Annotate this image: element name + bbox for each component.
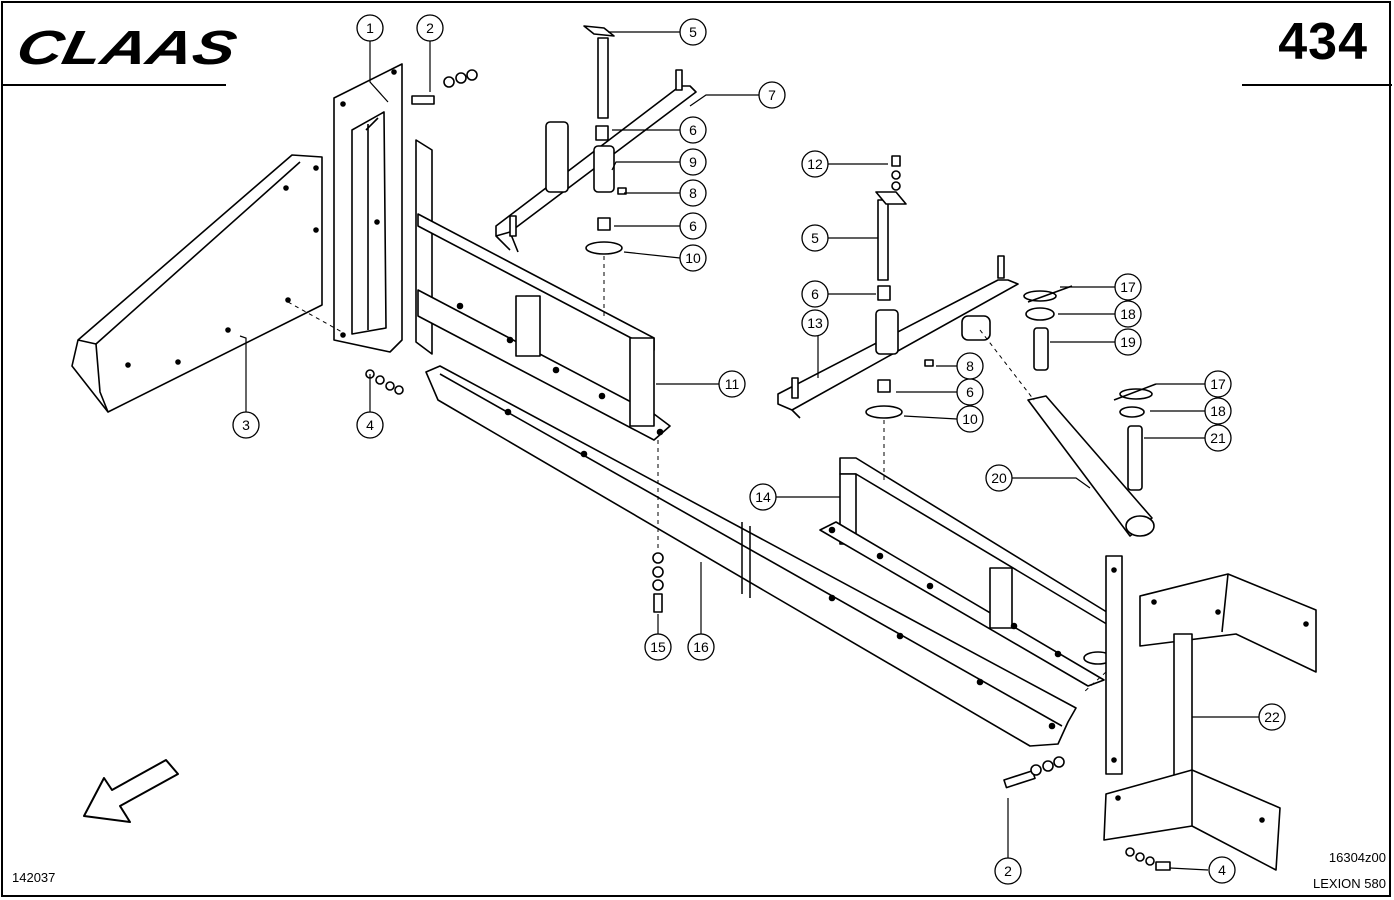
callout-11-label: 11: [725, 376, 740, 392]
callout-2-top-label: 2: [426, 20, 434, 36]
callout-3-label: 3: [242, 417, 250, 433]
brand-logo: CLAAS: [12, 21, 240, 74]
callout-7-label: 7: [768, 87, 776, 103]
callout-5-right-label: 5: [811, 230, 819, 246]
callout-20-label: 20: [991, 470, 1007, 486]
callout-2-bottom-label: 2: [1004, 863, 1012, 879]
callout-13-label: 13: [807, 315, 823, 331]
callout-11: 11: [718, 370, 746, 398]
callout-2-bottom: 2: [994, 857, 1022, 885]
callout-1-label: 1: [366, 20, 374, 36]
part-frame-right: [819, 457, 1113, 687]
callout-7: 7: [758, 81, 786, 109]
part-frame-left: [415, 139, 671, 441]
callout-8-right-label: 8: [966, 358, 974, 374]
part-mount-arm-upper: [495, 25, 697, 255]
callout-8-left: 8: [679, 179, 707, 207]
part-upright-strip: [1105, 555, 1123, 775]
callout-6-d-label: 6: [966, 384, 974, 400]
callout-18-top-label: 18: [1120, 306, 1136, 322]
callout-15: 15: [644, 633, 672, 661]
callout-8-right: 8: [956, 352, 984, 380]
part-channel-beam: [425, 365, 1077, 747]
callout-9: 9: [679, 148, 707, 176]
callout-19-label: 19: [1120, 334, 1136, 350]
callout-10-left: 10: [679, 244, 707, 272]
callout-17-top: 17: [1114, 273, 1142, 301]
header-rule-right: [1242, 84, 1392, 86]
page-number: 434: [1278, 13, 1368, 71]
callout-14: 14: [749, 483, 777, 511]
callout-15-label: 15: [650, 639, 666, 655]
callout-3: 3: [232, 411, 260, 439]
part-bracket: [1103, 573, 1317, 871]
callout-17-top-label: 17: [1120, 279, 1136, 295]
callout-13: 13: [801, 309, 829, 337]
callout-10-right: 10: [956, 405, 984, 433]
callout-6-c-label: 6: [811, 286, 819, 302]
callout-4-left-label: 4: [366, 417, 374, 433]
callout-16-label: 16: [693, 639, 709, 655]
callout-14-label: 14: [755, 489, 771, 505]
callout-22: 22: [1258, 703, 1286, 731]
header-rule-left: [2, 84, 226, 86]
callout-19: 19: [1114, 328, 1142, 356]
callout-21-label: 21: [1210, 430, 1226, 446]
callout-9-label: 9: [689, 154, 697, 170]
callout-20: 20: [985, 464, 1013, 492]
callout-17-bottom-label: 17: [1210, 376, 1226, 392]
part-upright-plate: [333, 63, 403, 353]
callout-1: 1: [356, 14, 384, 42]
brand-logo-text: CLAAS: [12, 21, 240, 74]
part-mount-arm-lower: [777, 191, 1019, 419]
callout-18-top: 18: [1114, 300, 1142, 328]
callout-4-right: 4: [1208, 856, 1236, 884]
callout-4-right-label: 4: [1218, 862, 1226, 878]
callout-6-a: 6: [679, 116, 707, 144]
callout-12: 12: [801, 150, 829, 178]
callout-10-left-label: 10: [685, 250, 701, 266]
callout-5-right: 5: [801, 224, 829, 252]
fastener-group: [365, 69, 1171, 871]
callout-12-label: 12: [807, 156, 823, 172]
callout-18-bottom-label: 18: [1210, 403, 1226, 419]
callout-6-d: 6: [956, 378, 984, 406]
footer-model-name: LEXION 580: [1313, 876, 1386, 891]
section-break: [741, 522, 751, 598]
callout-5-left-label: 5: [689, 24, 697, 40]
callout-18-bottom: 18: [1204, 397, 1232, 425]
callout-8-left-label: 8: [689, 185, 697, 201]
direction-arrow-icon: [83, 759, 179, 823]
callout-21: 21: [1204, 424, 1232, 452]
callout-markers: 1 2 2 3 4 4 5 5 6 6 6 6 7 8 8 9 10 10 11…: [232, 14, 1286, 885]
footer-left-code: 142037: [12, 870, 56, 885]
callout-6-b-label: 6: [689, 218, 697, 234]
callout-6-c: 6: [801, 280, 829, 308]
assembly-lines: [287, 256, 1107, 693]
callout-leaders: [239, 31, 1259, 871]
part-link-arm: [1025, 307, 1155, 537]
part-side-guard: [71, 154, 323, 413]
footer-drawing-code: 16304z00: [1328, 850, 1386, 865]
callout-4-left: 4: [356, 411, 384, 439]
callout-6-b: 6: [679, 212, 707, 240]
callout-22-label: 22: [1264, 709, 1280, 725]
callout-6-a-label: 6: [689, 122, 697, 138]
callout-10-right-label: 10: [962, 411, 978, 427]
callout-16: 16: [687, 633, 715, 661]
callout-17-bottom: 17: [1204, 370, 1232, 398]
callout-2-top: 2: [416, 14, 444, 42]
callout-5-left: 5: [679, 18, 707, 46]
